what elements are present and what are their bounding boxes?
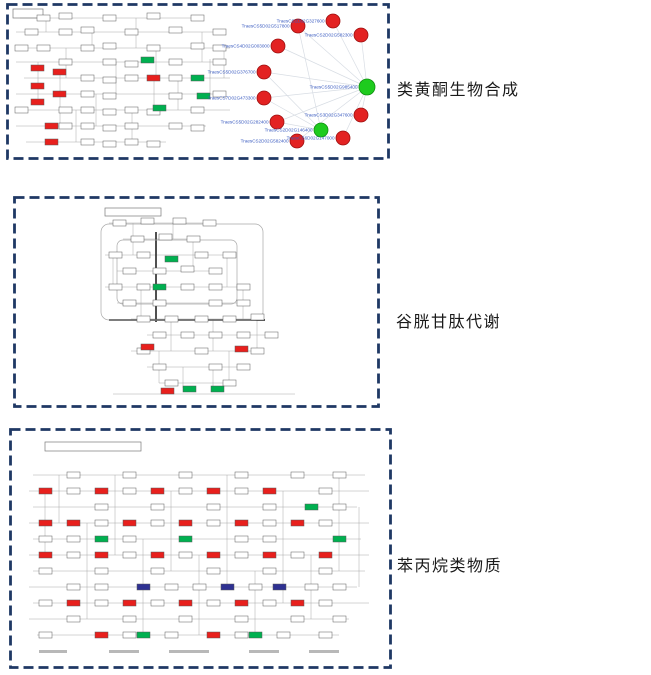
svg-text:TraesCS5D02G376700: TraesCS5D02G376700	[208, 70, 256, 75]
svg-text:TraesCS2D02G582300: TraesCS2D02G582300	[305, 33, 353, 38]
svg-text:TraesCS1D02G327600: TraesCS1D02G327600	[277, 19, 325, 24]
dashed-frame	[6, 3, 390, 160]
svg-text:TraesCS5D02G985400: TraesCS5D02G985400	[310, 85, 358, 90]
svg-text:TraesCS5D02G517800: TraesCS5D02G517800	[242, 24, 290, 29]
svg-text:TraesCS2D02G582400: TraesCS2D02G582400	[241, 139, 289, 144]
map-lines	[105, 222, 295, 395]
svg-text:TraesCS2D02G146400: TraesCS2D02G146400	[265, 128, 313, 133]
svg-text:TraesCS4D02G003000: TraesCS4D02G003000	[222, 44, 270, 49]
network-edges	[263, 20, 368, 142]
svg-text:TraesCS6D02G147000: TraesCS6D02G147000	[287, 136, 335, 141]
map-boxes	[104, 207, 279, 395]
phenylpropanoid-pathway-diagram	[9, 428, 392, 669]
network-nodes	[256, 13, 376, 149]
panel-label-phenylpropanoid: 苯丙烷类物质	[397, 558, 503, 575]
svg-text:TraesCS7D02G473300: TraesCS7D02G473300	[208, 96, 256, 101]
panel-phenylpropanoid	[9, 428, 392, 669]
dashed-frame	[13, 196, 380, 408]
panel-label-flavonoid-biosynthesis: 类黄酮生物合成	[397, 82, 520, 99]
glutathione-pathway-diagram	[13, 196, 380, 408]
dashed-frame	[9, 428, 392, 669]
panel-label-glutathione-metabolism: 谷胱甘肽代谢	[396, 314, 502, 331]
map-boxes	[12, 8, 227, 148]
panel-glutathione-metabolism	[13, 196, 380, 408]
map-boxes	[38, 441, 347, 653]
gene-labels: TraesCS5D02G517800TraesCS1D02G327600Trae…	[208, 19, 358, 144]
svg-text:TraesCS5D02G282400: TraesCS5D02G282400	[221, 120, 269, 125]
svg-text:TraesCS3D02G347600: TraesCS3D02G347600	[305, 113, 353, 118]
flavonoid-pathway-and-network-diagram: TraesCS5D02G517800TraesCS1D02G327600Trae…	[6, 3, 390, 160]
